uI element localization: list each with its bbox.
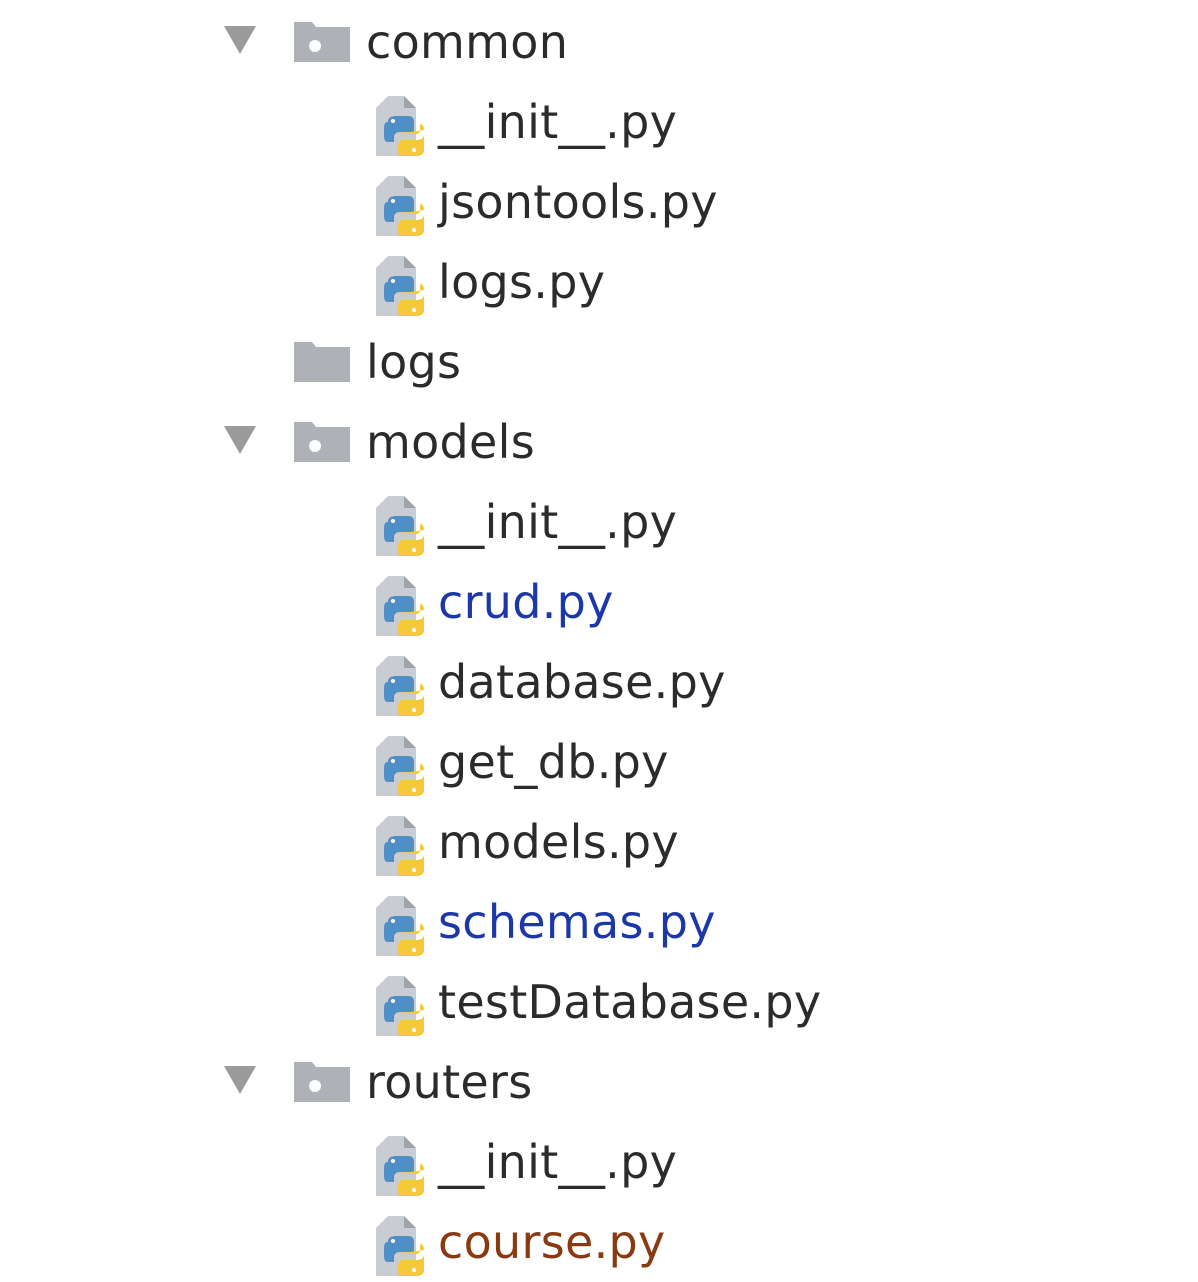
tree-folder-models[interactable]: models xyxy=(0,402,1198,482)
chevron-down-icon[interactable] xyxy=(222,1064,258,1096)
tree-file-init-models[interactable]: __init__.py xyxy=(0,482,1198,562)
python-file-icon xyxy=(376,816,424,876)
python-file-icon xyxy=(376,496,424,556)
python-file-icon xyxy=(376,1216,424,1276)
python-file-icon xyxy=(376,176,424,236)
python-file-icon xyxy=(376,576,424,636)
tree-file-label: database.py xyxy=(438,655,726,709)
tree-file-models-py[interactable]: models.py xyxy=(0,802,1198,882)
tree-file-label: __init__.py xyxy=(438,495,678,549)
tree-file-label: testDatabase.py xyxy=(438,975,822,1029)
chevron-down-icon[interactable] xyxy=(222,24,258,56)
tree-file-label: __init__.py xyxy=(438,1135,678,1189)
tree-file-test-database[interactable]: testDatabase.py xyxy=(0,962,1198,1042)
package-folder-icon xyxy=(294,422,350,462)
python-file-icon xyxy=(376,656,424,716)
tree-file-logs-py[interactable]: logs.py xyxy=(0,242,1198,322)
tree-folder-label: models xyxy=(366,415,535,469)
tree-file-label: logs.py xyxy=(438,255,606,309)
tree-folder-common[interactable]: common xyxy=(0,2,1198,82)
tree-file-database[interactable]: database.py xyxy=(0,642,1198,722)
python-file-icon xyxy=(376,976,424,1036)
tree-file-course[interactable]: course.py xyxy=(0,1202,1198,1282)
tree-folder-logs[interactable]: logs xyxy=(0,322,1198,402)
tree-file-get-db[interactable]: get_db.py xyxy=(0,722,1198,802)
chevron-down-icon[interactable] xyxy=(222,424,258,456)
tree-file-jsontools[interactable]: jsontools.py xyxy=(0,162,1198,242)
tree-file-label: get_db.py xyxy=(438,735,669,789)
tree-file-crud[interactable]: crud.py xyxy=(0,562,1198,642)
tree-file-label: jsontools.py xyxy=(438,175,718,229)
python-file-icon xyxy=(376,256,424,316)
package-folder-icon xyxy=(294,22,350,62)
tree-file-init-routers[interactable]: __init__.py xyxy=(0,1122,1198,1202)
python-file-icon xyxy=(376,736,424,796)
folder-icon xyxy=(294,342,350,382)
package-folder-icon xyxy=(294,1062,350,1102)
tree-folder-routers[interactable]: routers xyxy=(0,1042,1198,1122)
python-file-icon xyxy=(376,1136,424,1196)
python-file-icon xyxy=(376,96,424,156)
tree-file-label: __init__.py xyxy=(438,95,678,149)
tree-file-schemas[interactable]: schemas.py xyxy=(0,882,1198,962)
tree-folder-label: common xyxy=(366,15,569,69)
tree-file-label: models.py xyxy=(438,815,679,869)
tree-file-label: schemas.py xyxy=(438,895,716,949)
tree-file-init-common[interactable]: __init__.py xyxy=(0,82,1198,162)
tree-file-label: crud.py xyxy=(438,575,614,629)
tree-file-label: course.py xyxy=(438,1215,666,1269)
tree-folder-label: logs xyxy=(366,335,462,389)
python-file-icon xyxy=(376,896,424,956)
tree-folder-label: routers xyxy=(366,1055,533,1109)
